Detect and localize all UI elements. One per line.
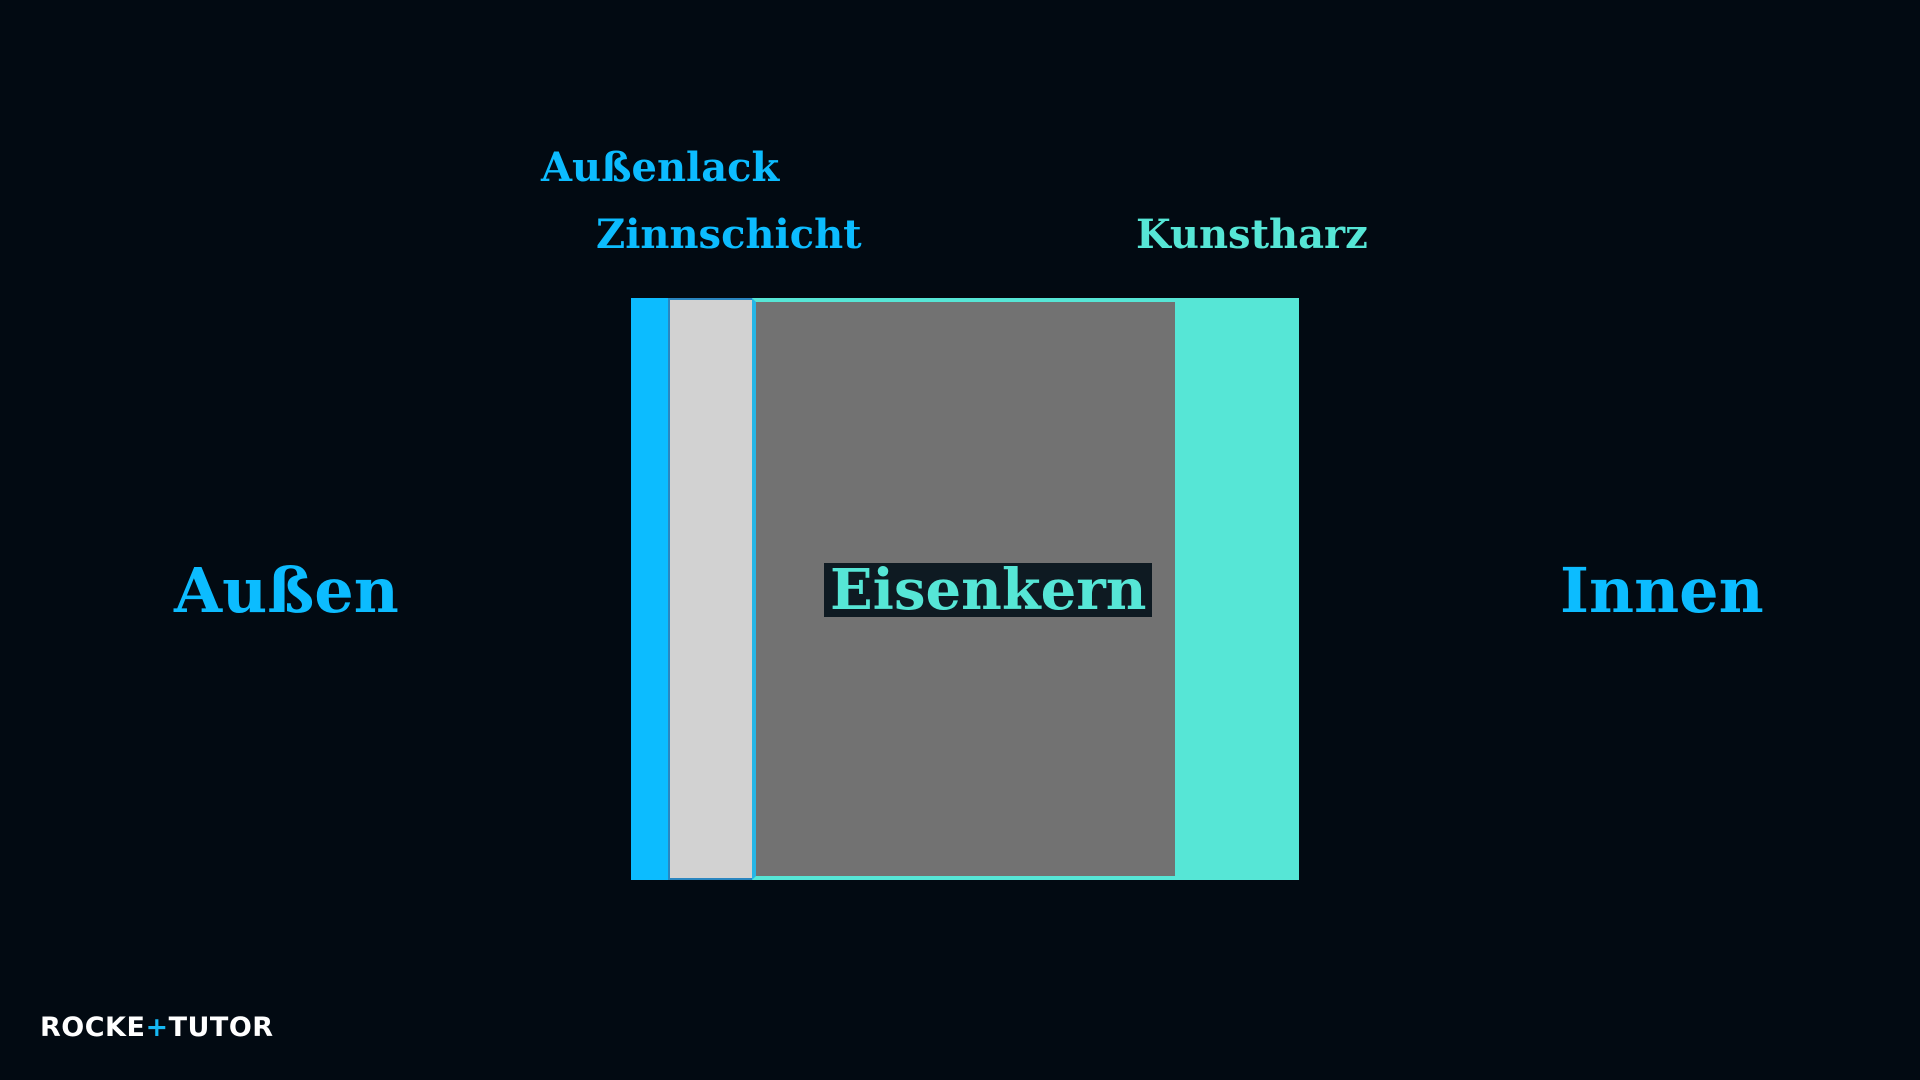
resin-layer <box>1177 298 1299 880</box>
inside-label: Innen <box>1560 554 1764 627</box>
rocketutor-logo: ROCKE + TUTOR <box>40 1011 274 1043</box>
logo-text-part2: TUTOR <box>168 1011 274 1043</box>
logo-text-part1: ROCKE <box>40 1011 146 1043</box>
tin-layer-label: Zinnschicht <box>596 211 862 258</box>
outside-label: Außen <box>174 554 399 627</box>
tin-layer <box>668 298 754 880</box>
iron-core-label: Eisenkern <box>824 562 1153 618</box>
logo-plus-icon: + <box>145 1011 169 1043</box>
outer-paint-label: Außenlack <box>541 144 780 191</box>
resin-label: Kunstharz <box>1136 211 1368 258</box>
outer-paint-layer <box>631 298 669 880</box>
